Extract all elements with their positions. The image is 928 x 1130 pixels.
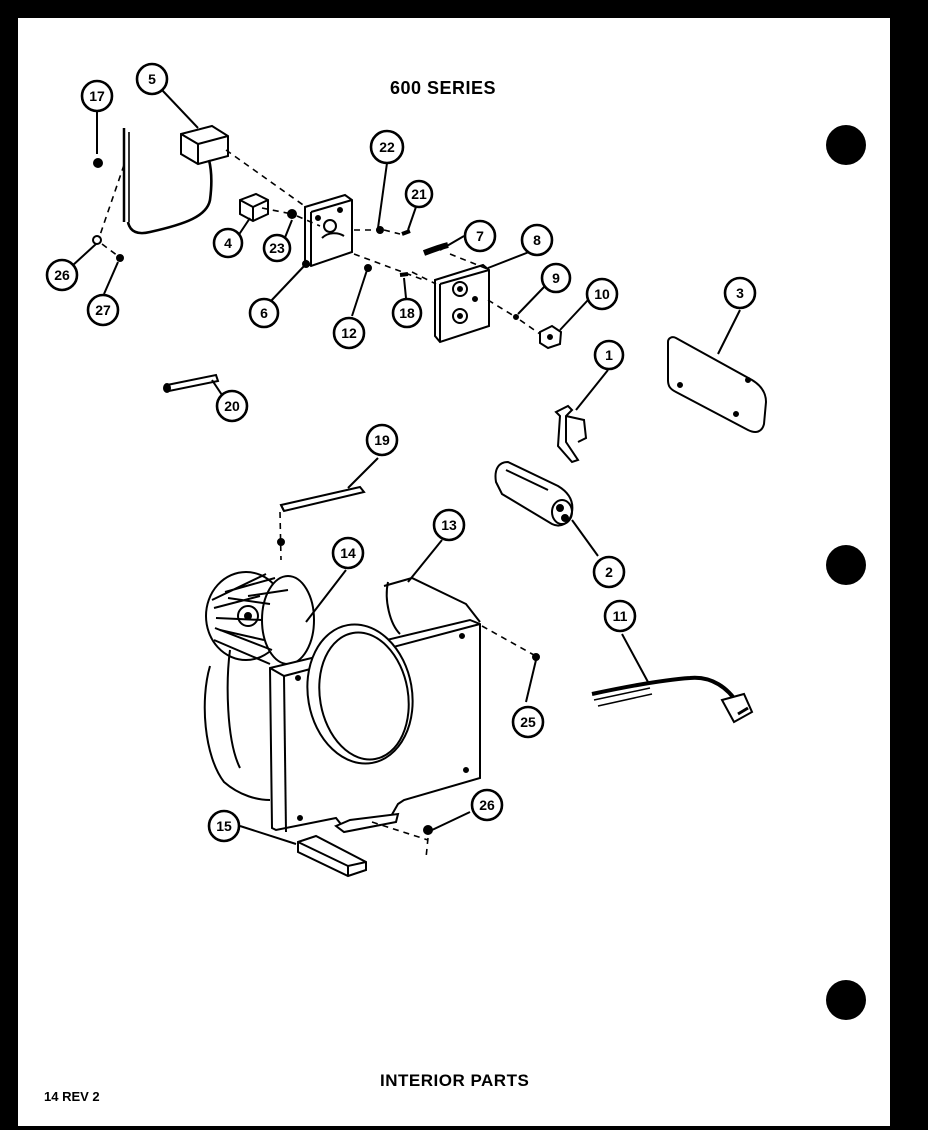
- svg-text:8: 8: [533, 232, 541, 248]
- binder-hole-bottom: [826, 980, 866, 1020]
- svg-text:22: 22: [379, 139, 395, 155]
- callout-2: 2: [592, 555, 626, 589]
- assembly-dashed-lines: [98, 149, 541, 859]
- svg-text:19: 19: [374, 432, 390, 448]
- callout-13: 13: [432, 508, 466, 542]
- switch-part: [239, 192, 269, 223]
- cover-panel: [667, 336, 768, 433]
- svg-text:3: 3: [736, 285, 744, 301]
- svg-text:10: 10: [594, 286, 610, 302]
- svg-text:15: 15: [216, 818, 232, 834]
- svg-text:5: 5: [148, 71, 156, 87]
- callout-22: 22: [369, 129, 405, 165]
- svg-text:13: 13: [441, 517, 457, 533]
- callout-26-upper: 26: [45, 258, 79, 292]
- leader-lines: [71, 89, 741, 845]
- page-label: 14 REV 2: [44, 1089, 100, 1104]
- svg-text:21: 21: [411, 186, 427, 202]
- svg-text:14: 14: [340, 545, 356, 561]
- svg-text:1: 1: [605, 347, 613, 363]
- svg-text:9: 9: [552, 270, 560, 286]
- callout-23: 23: [262, 233, 292, 263]
- callout-26-lower: 26: [470, 788, 504, 822]
- callout-25: 25: [511, 705, 545, 739]
- svg-text:26: 26: [479, 797, 495, 813]
- callout-15: 15: [207, 809, 241, 843]
- callout-14: 14: [331, 536, 365, 570]
- svg-text:7: 7: [476, 228, 484, 244]
- svg-text:2: 2: [605, 564, 613, 580]
- knob-part: [539, 324, 563, 350]
- base-plate: [297, 812, 400, 878]
- capacitor-part: [494, 460, 574, 527]
- svg-text:25: 25: [520, 714, 536, 730]
- paper-sheet: [18, 18, 890, 1126]
- callout-11: 11: [603, 599, 637, 633]
- callout-19: 19: [365, 423, 399, 457]
- callout-21: 21: [404, 179, 434, 209]
- control-panel: [434, 263, 490, 344]
- small-hardware: [92, 158, 540, 835]
- series-title: 600 SERIES: [390, 78, 497, 98]
- svg-text:11: 11: [613, 608, 628, 624]
- svg-text:23: 23: [269, 240, 285, 256]
- callout-5: 5: [135, 62, 169, 96]
- bracket-part: [554, 404, 588, 464]
- svg-text:17: 17: [89, 88, 105, 104]
- svg-text:4: 4: [224, 235, 232, 251]
- blower-wheel: [205, 571, 315, 665]
- svg-text:12: 12: [341, 325, 357, 341]
- callout-20: 20: [215, 389, 249, 423]
- callout-18: 18: [391, 297, 423, 329]
- callout-27: 27: [86, 293, 120, 327]
- callout-4: 4: [212, 227, 244, 259]
- callout-9: 9: [540, 262, 572, 294]
- callout-10: 10: [585, 277, 619, 311]
- callout-1: 1: [593, 339, 625, 371]
- callout-6: 6: [248, 297, 280, 329]
- binder-hole-top: [826, 125, 866, 165]
- callout-8: 8: [520, 223, 554, 257]
- svg-text:20: 20: [224, 398, 240, 414]
- callout-17: 17: [80, 79, 114, 113]
- power-cord-part: [591, 675, 754, 724]
- svg-text:27: 27: [95, 302, 111, 318]
- svg-text:26: 26: [54, 267, 70, 283]
- section-title: INTERIOR PARTS: [380, 1071, 530, 1090]
- svg-text:6: 6: [260, 305, 268, 321]
- mounting-plate: [304, 193, 353, 268]
- svg-text:18: 18: [399, 305, 415, 321]
- callout-7: 7: [463, 219, 497, 253]
- blower-housing: [203, 576, 481, 833]
- top-bar-part: [279, 485, 366, 513]
- binder-hole-middle: [826, 545, 866, 585]
- callout-12: 12: [332, 316, 366, 350]
- pin-part: [163, 373, 220, 393]
- callout-3: 3: [723, 276, 757, 310]
- thermostat-part: [122, 124, 229, 235]
